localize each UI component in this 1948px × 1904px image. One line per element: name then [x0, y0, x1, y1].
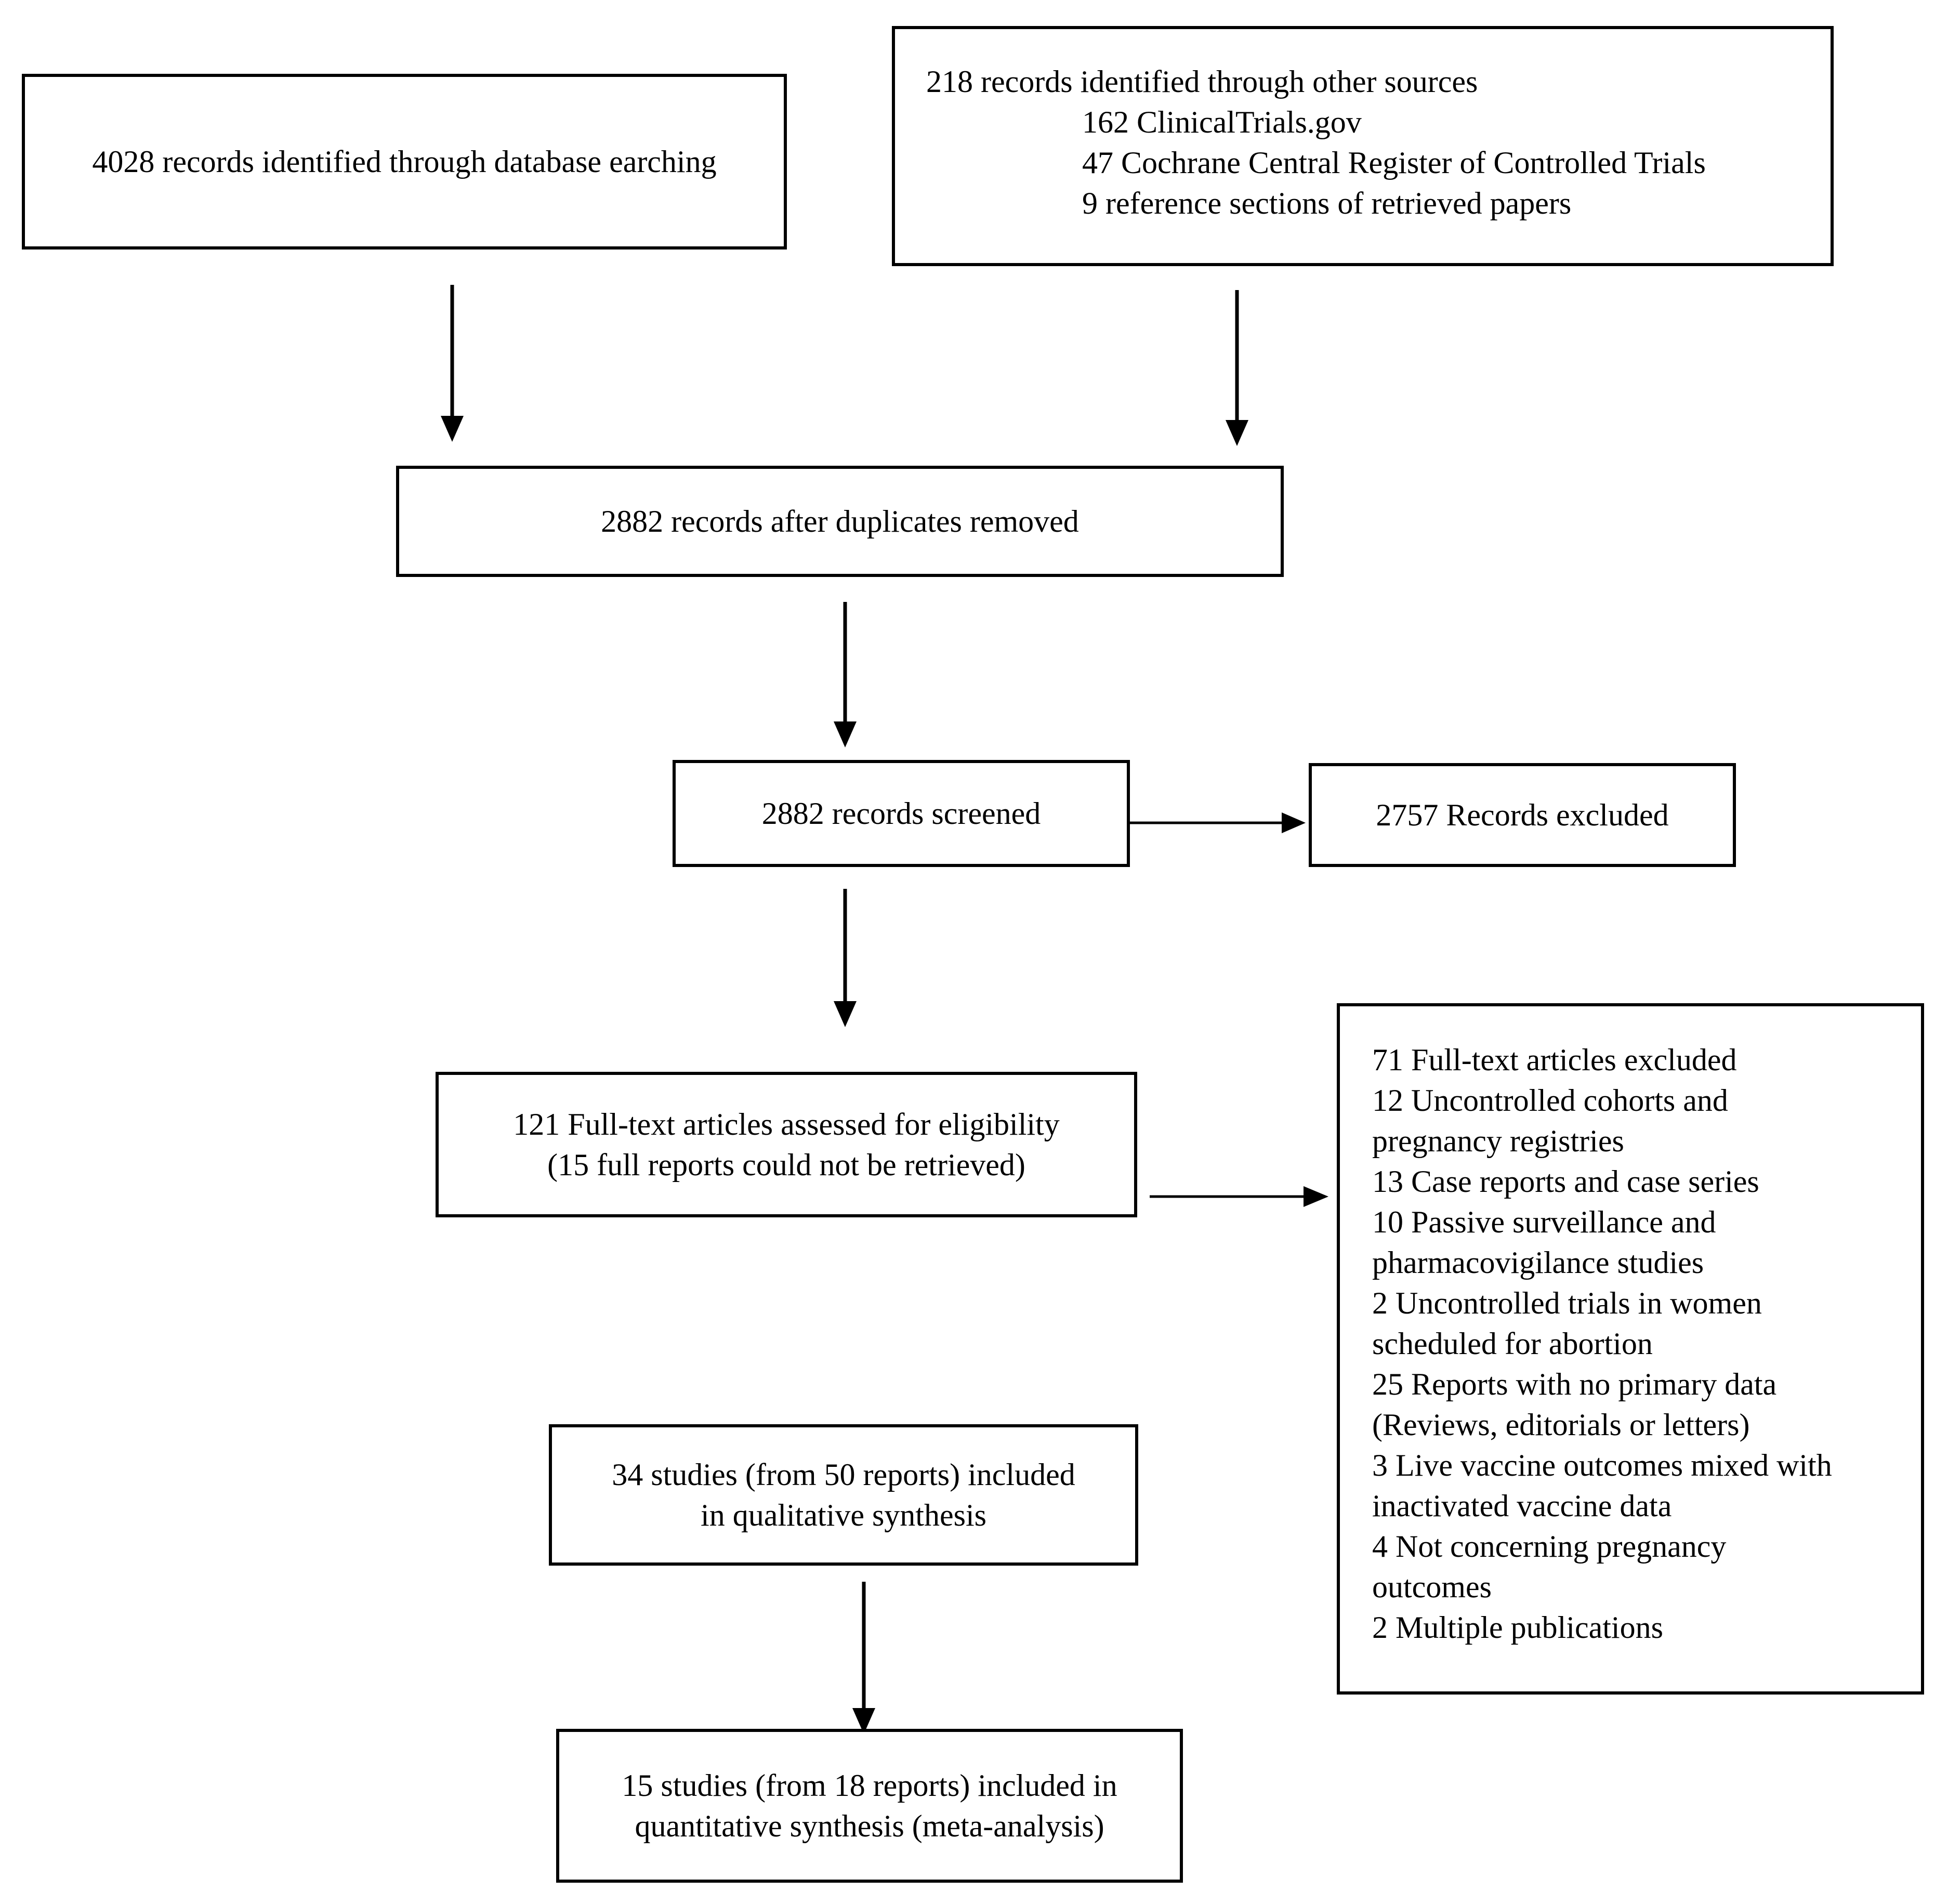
other-sources-item: 162 ClinicalTrials.gov	[1082, 105, 1362, 139]
full-text-assessed-line2: (15 full reports could not be retrieved)	[547, 1148, 1025, 1182]
duplicates-removed-box: 2882 records after duplicates removed	[396, 466, 1284, 577]
arrow-database-to-duplicates	[441, 285, 464, 442]
arrow-screened-to-excluded	[1128, 812, 1306, 833]
duplicates-removed-text: 2882 records after duplicates removed	[601, 504, 1079, 539]
records-screened-box: 2882 records screened	[673, 760, 1130, 867]
excluded-reason-line: 3 Live vaccine outcomes mixed with	[1372, 1448, 1832, 1482]
excluded-reason-line: inactivated vaccine data	[1372, 1489, 1672, 1523]
excluded-reason-line: outcomes	[1372, 1570, 1492, 1604]
excluded-reason-line: 12 Uncontrolled cohorts and	[1372, 1083, 1728, 1118]
excluded-reason-line: pharmacovigilance studies	[1372, 1245, 1704, 1280]
full-text-assessed-line1: 121 Full-text articles assessed for elig…	[513, 1107, 1060, 1141]
quantitative-synthesis-line1: 15 studies (from 18 reports) included in	[622, 1768, 1117, 1803]
excluded-reason-line: 25 Reports with no primary data	[1372, 1367, 1777, 1401]
excluded-reason-line: 4 Not concerning pregnancy	[1372, 1529, 1727, 1564]
other-sources-item: 9 reference sections of retrieved papers	[1082, 186, 1572, 220]
database-records-box: 4028 records identified through database…	[22, 74, 787, 250]
excluded-reason-line: 2 Uncontrolled trials in women	[1372, 1286, 1762, 1320]
other-sources-title: 218 records identified through other sou…	[926, 64, 1478, 99]
records-excluded-box: 2757 Records excluded	[1309, 763, 1736, 867]
quantitative-synthesis-line2: quantitative synthesis (meta-analysis)	[635, 1809, 1104, 1843]
arrow-qualitative-to-quantitative	[852, 1582, 875, 1734]
other-sources-box: 218 records identified through other sou…	[892, 26, 1834, 266]
arrow-other-to-duplicates	[1226, 290, 1248, 446]
excluded-reason-line: pregnancy registries	[1372, 1124, 1624, 1158]
excluded-reason-line: 10 Passive surveillance and	[1372, 1205, 1716, 1239]
full-text-assessed-box: 121 Full-text articles assessed for elig…	[436, 1072, 1137, 1217]
arrow-screened-to-fulltext	[834, 889, 857, 1027]
excluded-reason-line: 2 Multiple publications	[1372, 1610, 1663, 1645]
arrow-duplicates-to-screened	[834, 602, 857, 747]
qualitative-synthesis-box: 34 studies (from 50 reports) included in…	[549, 1424, 1138, 1566]
database-records-text: 4028 records identified through database…	[92, 145, 717, 179]
quantitative-synthesis-box: 15 studies (from 18 reports) included in…	[556, 1729, 1183, 1883]
other-sources-item: 47 Cochrane Central Register of Controll…	[1082, 146, 1706, 180]
arrow-fulltext-to-excluded-list	[1150, 1186, 1328, 1207]
excluded-reason-line: 71 Full-text articles excluded	[1372, 1043, 1737, 1077]
qualitative-synthesis-line1: 34 studies (from 50 reports) included	[612, 1457, 1075, 1492]
records-screened-text: 2882 records screened	[761, 796, 1041, 831]
excluded-reason-line: scheduled for abortion	[1372, 1327, 1653, 1361]
full-text-excluded-box: 71 Full-text articles excluded 12 Uncont…	[1337, 1003, 1924, 1695]
qualitative-synthesis-line2: in qualitative synthesis	[701, 1498, 986, 1532]
excluded-reason-line: (Reviews, editorials or letters)	[1372, 1408, 1750, 1442]
excluded-reason-line: 13 Case reports and case series	[1372, 1164, 1759, 1199]
records-excluded-text: 2757 Records excluded	[1376, 798, 1669, 832]
